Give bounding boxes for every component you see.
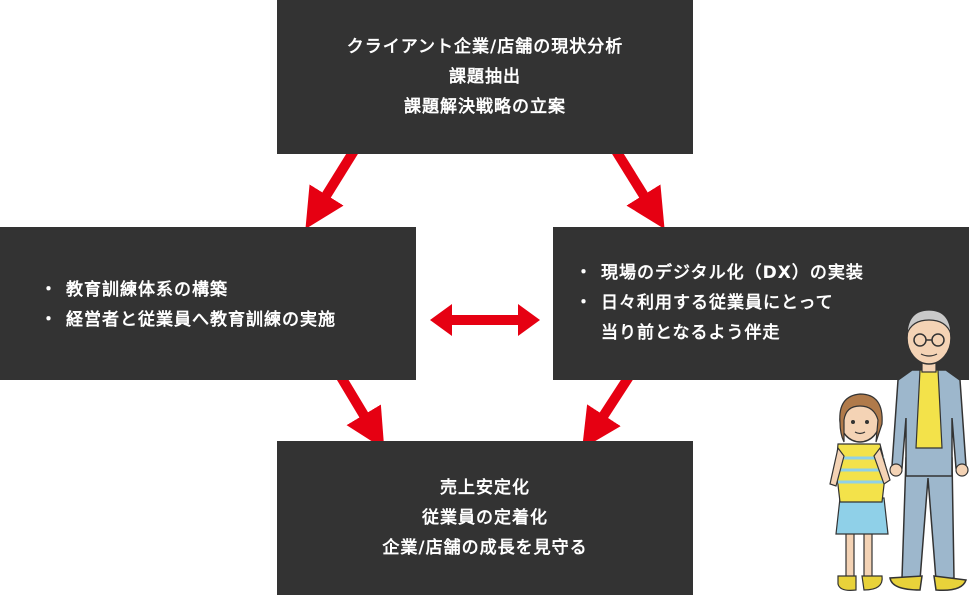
dx-item-1: ・ 現場のデジタル化（DX）の実装	[575, 258, 864, 288]
dx-item-1-text: 現場のデジタル化（DX）の実装	[601, 263, 864, 283]
arrow-top-to-right	[608, 143, 665, 229]
outcome-line-2: 従業員の定着化	[422, 508, 548, 528]
dx-item-2: ・ 日々利用する従業員にとって 当り前となるよう伴走	[575, 288, 864, 348]
analysis-line-3: 課題解決戦略の立案	[404, 97, 566, 117]
elderly-man-figure	[889, 309, 969, 592]
dx-item-2-text-line-1: 日々利用する従業員にとって	[601, 293, 834, 313]
bullet-dot: ・	[40, 280, 58, 300]
training-list: ・ 教育訓練体系の構築 ・ 経営者と従業員へ教育訓練の実施	[40, 275, 336, 335]
girl-figure	[829, 393, 891, 591]
arrow-right-to-bottom	[582, 369, 637, 449]
arrow-left-to-bottom	[333, 369, 385, 450]
training-item-2-text: 経営者と従業員へ教育訓練の実施	[66, 310, 336, 330]
bullet-dot: ・	[575, 263, 593, 283]
training-item-1: ・ 教育訓練体系の構築	[40, 275, 336, 305]
girl-and-elderly-man-illustration	[829, 309, 969, 592]
training-box: ・ 教育訓練体系の構築 ・ 経営者と従業員へ教育訓練の実施	[0, 227, 416, 380]
analysis-line-1: クライアント企業/店舗の現状分析	[346, 37, 624, 57]
outcome-line-3: 企業/店舗の成長を見守る	[382, 538, 588, 558]
arrow-left-right-bidirectional	[430, 304, 540, 336]
outcome-line-1: 売上安定化	[440, 478, 530, 498]
outcome-box: 売上安定化 従業員の定着化 企業/店舗の成長を見守る	[277, 441, 693, 595]
analysis-box: クライアント企業/店舗の現状分析 課題抽出 課題解決戦略の立案	[277, 0, 693, 154]
analysis-line-2: 課題抽出	[449, 67, 521, 87]
dx-item-2-text-line-2: 当り前となるよう伴走	[601, 323, 781, 343]
bullet-dot: ・	[40, 310, 58, 330]
training-item-2: ・ 経営者と従業員へ教育訓練の実施	[40, 305, 336, 335]
bullet-dot: ・	[575, 293, 593, 313]
arrow-top-to-left	[305, 143, 362, 229]
training-item-1-text: 教育訓練体系の構築	[66, 280, 228, 300]
dx-list: ・ 現場のデジタル化（DX）の実装 ・ 日々利用する従業員にとって 当り前となる…	[575, 258, 864, 348]
dx-box: ・ 現場のデジタル化（DX）の実装 ・ 日々利用する従業員にとって 当り前となる…	[553, 227, 969, 380]
